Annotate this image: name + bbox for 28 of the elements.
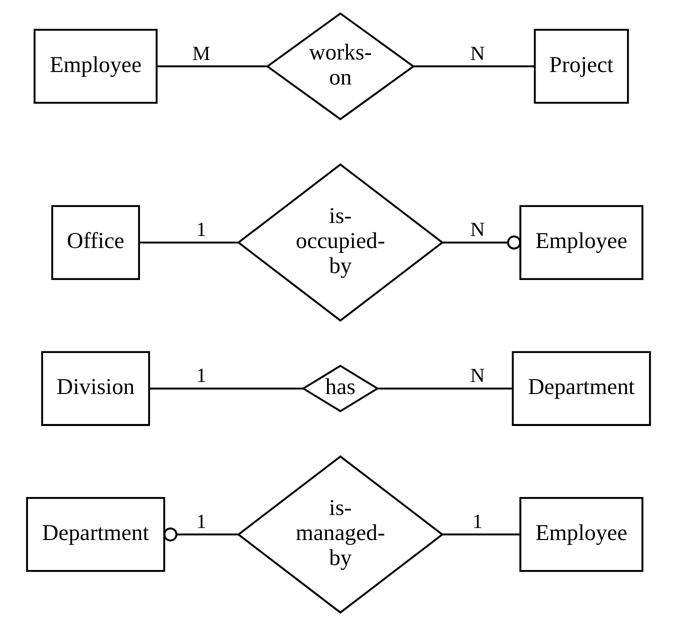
- node-box: Department: [26, 497, 165, 572]
- node-diamond: is- occupied- by: [236, 163, 444, 322]
- node-box: Employee: [518, 497, 643, 572]
- node-diamond: works- on: [265, 12, 414, 120]
- node-box: Division: [40, 351, 150, 426]
- edge-label: 1: [196, 218, 206, 241]
- edge-label: M: [192, 42, 210, 65]
- connector: [413, 65, 534, 68]
- node-box: Office: [50, 205, 140, 280]
- connector: [162, 528, 238, 542]
- edge-label: 1: [472, 510, 482, 533]
- connector: [156, 65, 266, 68]
- connector: [377, 388, 512, 390]
- edge-label: N: [470, 42, 484, 65]
- edge-label: 1: [196, 510, 206, 533]
- connector: [138, 242, 238, 244]
- node-box: Employee: [33, 28, 158, 104]
- node-diamond: is- managed- by: [236, 455, 444, 614]
- edge-label: N: [470, 364, 484, 387]
- node-diamond: has: [301, 364, 379, 412]
- node-box: Department: [511, 351, 650, 426]
- connector: [442, 236, 521, 250]
- node-box: Employee: [518, 205, 643, 280]
- edge-label: N: [470, 218, 484, 241]
- connector: [148, 388, 303, 390]
- node-box: Project: [533, 28, 628, 104]
- connector: [442, 534, 520, 536]
- edge-label: 1: [196, 364, 206, 387]
